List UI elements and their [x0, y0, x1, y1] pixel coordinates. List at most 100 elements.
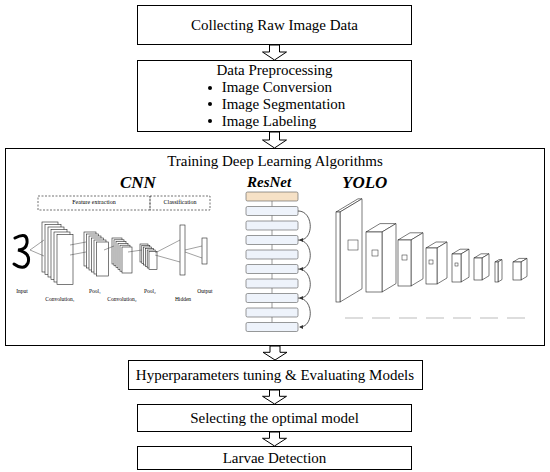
flow-arrow — [263, 132, 287, 148]
box-text: Data Preprocessing — [216, 62, 332, 79]
residual-block — [246, 308, 298, 317]
bullet-line: Image Labeling — [204, 113, 346, 130]
layer-label: Convolution₁ — [45, 296, 74, 302]
conv-block — [461, 249, 469, 282]
block-link — [272, 274, 273, 280]
conv-block — [474, 258, 482, 280]
box-text: Collecting Raw Image Data — [191, 17, 358, 34]
flow-arrow — [263, 432, 287, 446]
layer-label: Pool₂ — [144, 288, 156, 294]
conv-map — [57, 235, 73, 285]
layer-label: Hidden — [175, 296, 191, 302]
conv-block — [482, 254, 489, 280]
projection-line — [70, 252, 86, 255]
residual-block — [246, 265, 298, 274]
block-link — [272, 245, 273, 251]
skip-connection — [298, 269, 310, 298]
conv-block — [452, 254, 461, 282]
block-link — [272, 259, 273, 265]
algorithm-name: ResNet — [247, 174, 291, 191]
process-box: Data PreprocessingImage ConversionImage … — [137, 60, 412, 132]
box-text: Hyperparameters tuning & Evaluating Mode… — [136, 367, 414, 384]
process-box: Larvae Detection — [137, 446, 412, 470]
conv-block — [411, 233, 423, 286]
flow-arrow — [263, 45, 287, 60]
output-layer — [202, 238, 207, 264]
process-box: Hyperparameters tuning & Evaluating Mode… — [128, 360, 423, 390]
caption-rule — [426, 318, 444, 319]
bullet-line: Image Segmentation — [204, 96, 346, 113]
residual-block — [246, 192, 298, 201]
conv-block — [366, 232, 382, 292]
bullet-dot — [208, 102, 212, 106]
process-box: Selecting the optimal model — [137, 404, 412, 432]
caption-rule — [399, 318, 417, 319]
kernel-window — [429, 260, 433, 264]
caption-rule — [480, 318, 498, 319]
resnet-blocks — [246, 192, 310, 332]
bullet-line: Image Conversion — [204, 79, 346, 96]
conv-block — [382, 224, 396, 292]
conv-map — [122, 247, 132, 273]
projection-line — [128, 250, 142, 252]
skip-connection — [298, 211, 310, 240]
layer-label: Output — [197, 288, 212, 294]
bullet-text: Image Labeling — [222, 113, 317, 130]
pool-map — [149, 252, 157, 270]
layer-label: Pool₁ — [89, 288, 101, 294]
block-link — [272, 288, 273, 294]
flow-arrow — [263, 390, 287, 404]
input-digit — [14, 235, 29, 267]
box-text: Training Deep Learning Algorithms — [167, 153, 383, 170]
conv-block — [398, 240, 411, 286]
input-image — [336, 212, 340, 302]
caption-rule — [453, 318, 471, 319]
residual-block — [246, 279, 298, 288]
group-label: Feature extraction — [72, 199, 115, 206]
bullet-list: Image ConversionImage SegmentationImage … — [204, 79, 346, 130]
classification-frame — [150, 196, 210, 210]
residual-block — [246, 236, 298, 245]
cnn-layers — [30, 222, 207, 285]
skip-connection — [298, 240, 310, 269]
block-link — [272, 201, 273, 207]
caption-rule — [372, 318, 390, 319]
conv-block — [437, 242, 447, 284]
box-text: Selecting the optimal model — [190, 410, 359, 427]
bullet-text: Image Segmentation — [222, 96, 346, 113]
projection-line — [104, 246, 114, 250]
residual-block — [246, 294, 298, 303]
bullet-dot — [208, 119, 212, 123]
block-link — [272, 230, 273, 236]
block-link — [272, 317, 273, 323]
group-label: Classification — [164, 199, 197, 206]
projection-line — [185, 246, 202, 250]
block-link — [272, 216, 273, 222]
residual-block — [246, 250, 298, 259]
kernel-window — [348, 240, 358, 250]
algorithm-name: CNN — [120, 174, 156, 193]
projection-line — [70, 242, 86, 245]
kernel-window — [402, 255, 407, 260]
residual-block — [246, 221, 298, 230]
block-link — [272, 303, 273, 309]
residual-block — [246, 207, 298, 216]
kernel-window — [455, 263, 458, 266]
projection-line — [30, 240, 44, 250]
hidden-layer — [180, 225, 185, 275]
caption-rule — [345, 318, 363, 319]
skip-connection — [298, 298, 310, 327]
caption-rule — [507, 318, 525, 319]
residual-block — [246, 323, 298, 332]
bullet-dot — [208, 86, 212, 90]
box-text: Larvae Detection — [223, 450, 327, 467]
bullet-text: Image Conversion — [222, 79, 332, 96]
projection-line — [155, 240, 180, 253]
skip-head — [299, 325, 303, 329]
layer-label: Input — [16, 288, 28, 294]
feature-frame — [38, 196, 150, 210]
projection-line — [185, 252, 202, 258]
output-tensor — [513, 262, 521, 280]
process-box: Collecting Raw Image Data — [137, 5, 412, 45]
